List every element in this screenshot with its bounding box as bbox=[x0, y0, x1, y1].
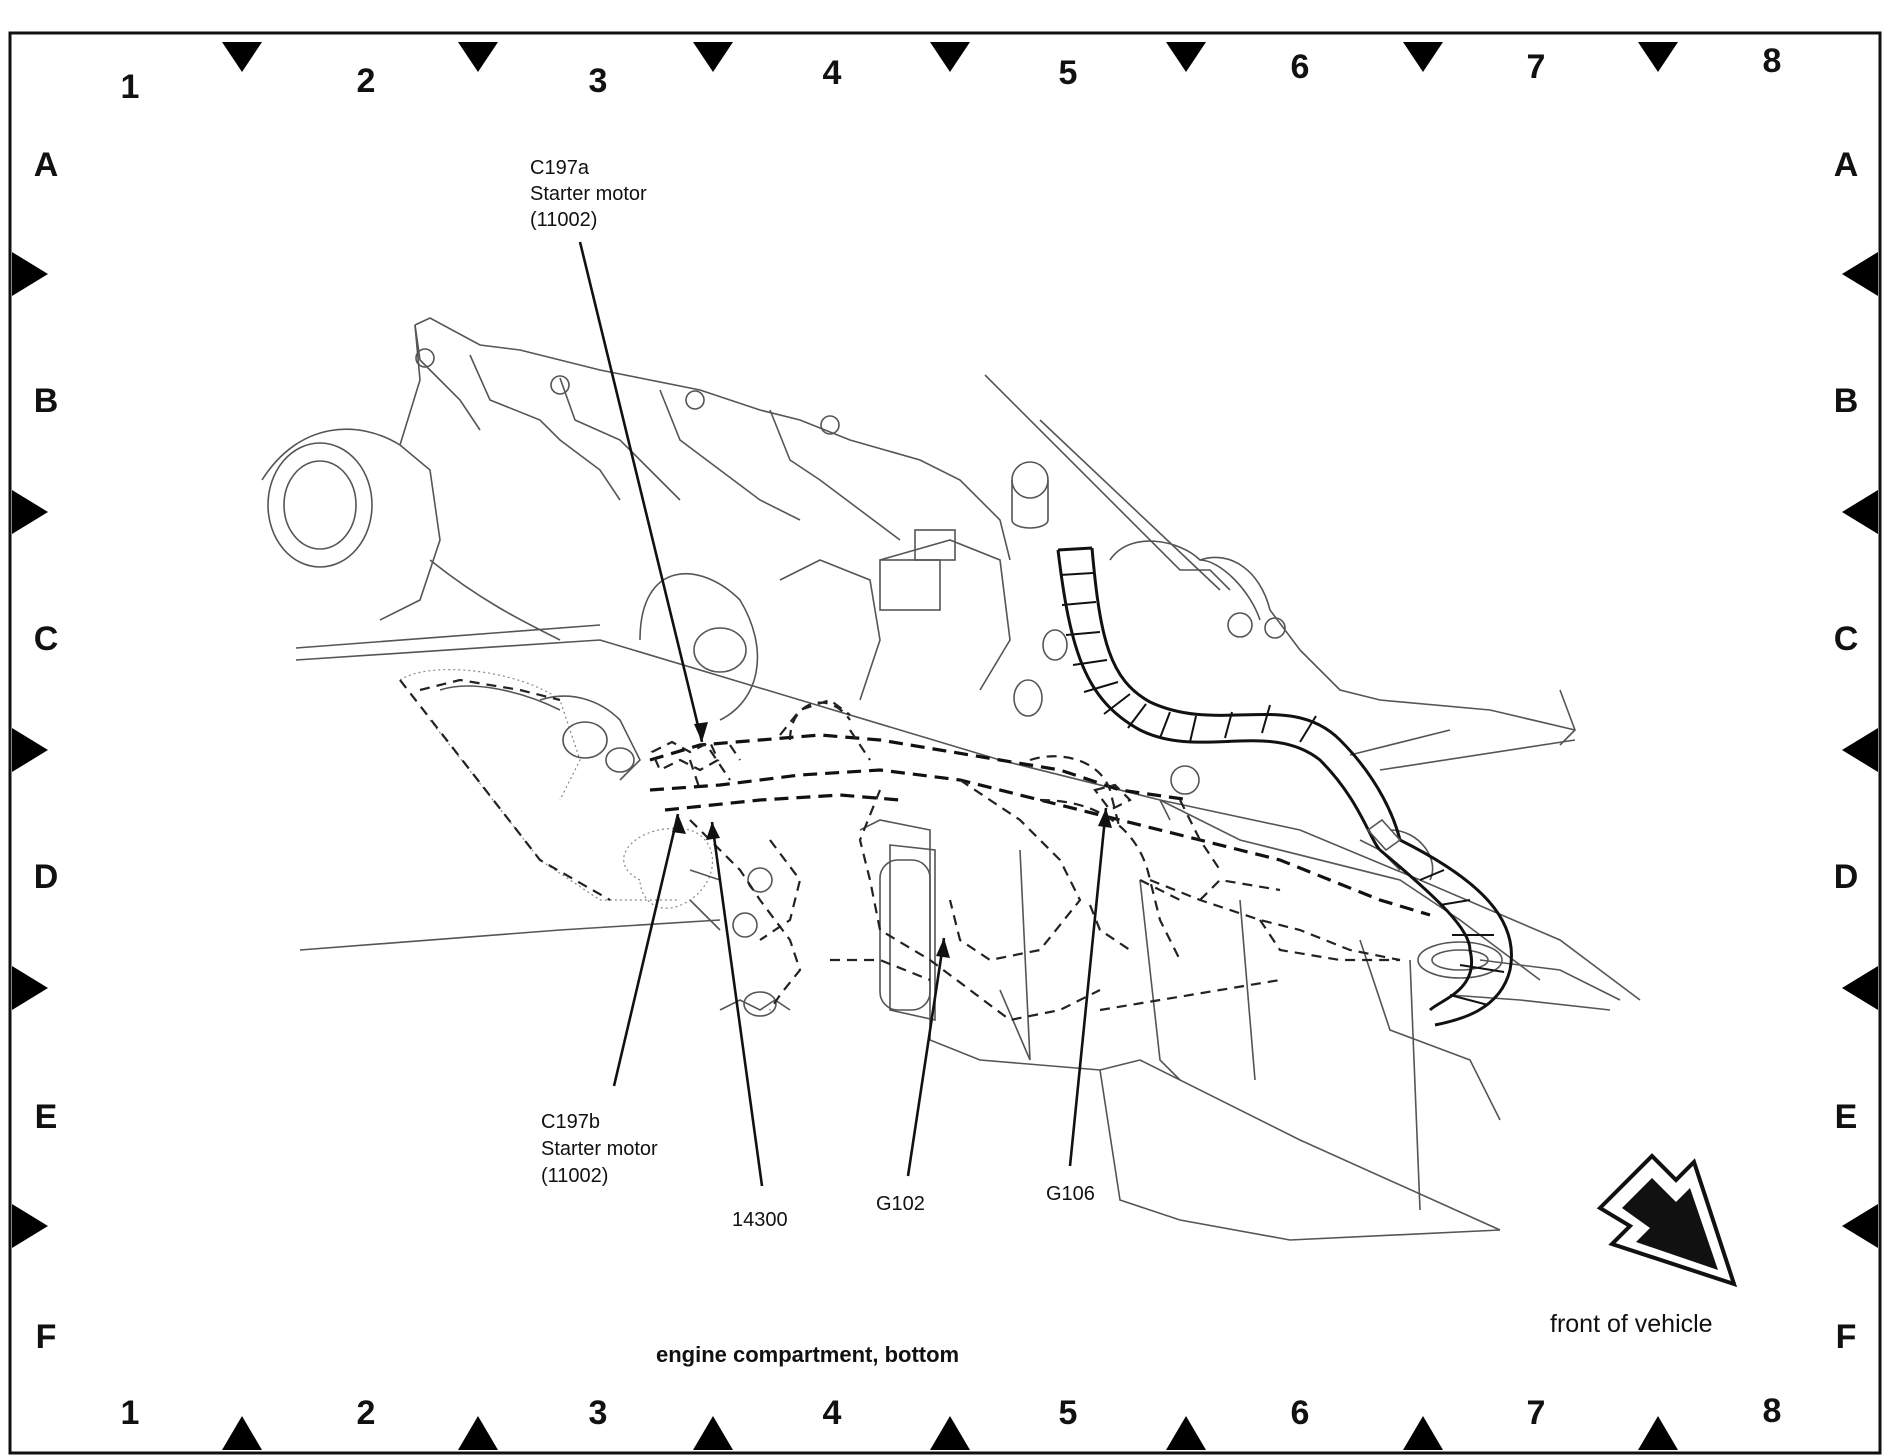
row-label-right-E: E bbox=[1835, 1098, 1858, 1136]
column-label-top-1: 1 bbox=[121, 68, 140, 106]
row-label-right-B: B bbox=[1834, 382, 1859, 420]
svg-text:(11002): (11002) bbox=[541, 1165, 608, 1187]
left-markers bbox=[12, 252, 48, 1248]
svg-text:G106: G106 bbox=[1046, 1183, 1095, 1205]
bottom-markers bbox=[222, 1416, 1678, 1450]
column-labels-top: 1 2 3 4 5 6 7 8 bbox=[121, 42, 1782, 106]
row-labels-left: A B C D E F bbox=[34, 146, 59, 1356]
column-label-top-8: 8 bbox=[1763, 42, 1782, 80]
row-labels-right: A B C D E F bbox=[1834, 146, 1859, 1356]
callout-14300: 14300 bbox=[732, 1209, 788, 1231]
svg-text:C197a: C197a bbox=[530, 157, 590, 179]
callout-c197b-line1: C197b bbox=[541, 1111, 600, 1133]
front-of-vehicle-label: front of vehicle bbox=[1550, 1310, 1713, 1338]
column-label-top-5: 5 bbox=[1059, 54, 1078, 92]
column-labels-bottom: 1 2 3 4 5 6 7 8 bbox=[121, 1392, 1782, 1432]
row-label-right-A: A bbox=[1834, 146, 1859, 184]
top-markers bbox=[222, 42, 1678, 72]
row-label-left-D: D bbox=[34, 858, 59, 896]
row-label-left-E: E bbox=[35, 1098, 58, 1136]
svg-text:C197b: C197b bbox=[541, 1111, 600, 1133]
callout-c197a-line1: C197a bbox=[530, 157, 590, 179]
callout-c197a-line3: (11002) bbox=[530, 209, 597, 231]
diagram-caption: engine compartment, bottom bbox=[656, 1342, 959, 1367]
dashed-harness bbox=[399, 678, 1431, 1022]
column-label-bottom-6: 6 bbox=[1291, 1394, 1310, 1432]
svg-text:engine compartment, bottom: engine compartment, bottom bbox=[656, 1342, 959, 1367]
diagram-frame bbox=[8, 31, 1882, 1455]
callout-c197a: C197a Starter motor (11002) bbox=[530, 157, 647, 231]
front-arrow-icon bbox=[1596, 1153, 1738, 1288]
row-label-right-D: D bbox=[1834, 858, 1859, 896]
right-markers bbox=[1842, 252, 1878, 1248]
column-label-top-2: 2 bbox=[357, 62, 376, 100]
callout-c197b-line2: Starter motor bbox=[541, 1138, 658, 1160]
callout-c197b: C197b Starter motor (11002) bbox=[541, 1111, 658, 1187]
callout-c197a-line2: Starter motor bbox=[530, 183, 647, 205]
svg-text:Starter motor: Starter motor bbox=[530, 183, 647, 205]
column-label-bottom-3: 3 bbox=[589, 1394, 608, 1432]
row-label-right-C: C bbox=[1834, 620, 1859, 658]
row-label-left-C: C bbox=[34, 620, 59, 658]
harness-conduit bbox=[1056, 546, 1513, 1027]
svg-text:Starter motor: Starter motor bbox=[541, 1138, 658, 1160]
svg-text:14300: 14300 bbox=[732, 1209, 788, 1231]
callout-c197b-line3: (11002) bbox=[541, 1165, 608, 1187]
column-label-top-6: 6 bbox=[1291, 48, 1310, 86]
engine-drawing bbox=[261, 317, 1641, 1241]
svg-text:G102: G102 bbox=[876, 1193, 925, 1215]
column-label-bottom-1: 1 bbox=[121, 1394, 140, 1432]
column-label-top-7: 7 bbox=[1527, 48, 1546, 86]
column-label-bottom-2: 2 bbox=[357, 1394, 376, 1432]
row-label-left-F: F bbox=[36, 1318, 57, 1356]
row-label-left-B: B bbox=[34, 382, 59, 420]
column-label-bottom-8: 8 bbox=[1763, 1392, 1782, 1430]
svg-text:(11002): (11002) bbox=[530, 209, 597, 231]
column-label-bottom-7: 7 bbox=[1527, 1394, 1546, 1432]
row-label-left-A: A bbox=[34, 146, 59, 184]
leader-lines bbox=[578, 241, 1112, 1187]
svg-text:front of vehicle: front of vehicle bbox=[1550, 1310, 1713, 1338]
column-label-top-4: 4 bbox=[823, 54, 842, 92]
callout-g106: G106 bbox=[1046, 1183, 1095, 1205]
column-label-bottom-4: 4 bbox=[823, 1394, 842, 1432]
callout-g102: G102 bbox=[876, 1193, 925, 1215]
column-label-top-3: 3 bbox=[589, 62, 608, 100]
column-label-bottom-5: 5 bbox=[1059, 1394, 1078, 1432]
row-label-right-F: F bbox=[1836, 1318, 1857, 1356]
